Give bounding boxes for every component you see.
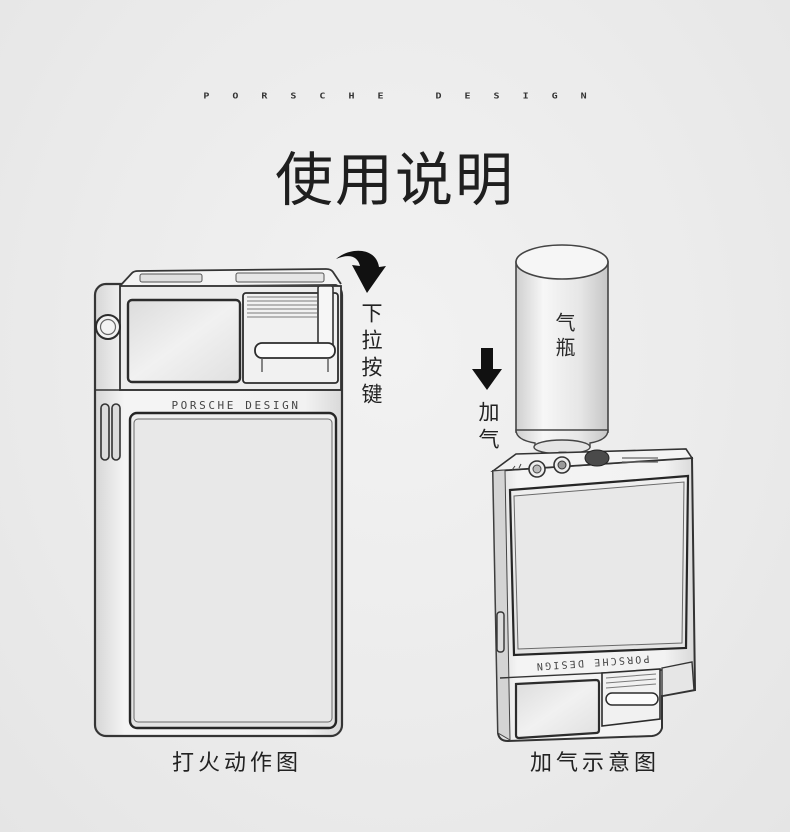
refill-front-panel-inner bbox=[513, 481, 685, 650]
lighter-ignition-illustration: PORSCHE DESIGN bbox=[93, 268, 344, 738]
curved-down-arrow-icon bbox=[336, 250, 386, 293]
refill-instruction: 加气 bbox=[476, 401, 500, 455]
cap-window-right bbox=[242, 292, 339, 384]
tick-marks bbox=[511, 463, 522, 471]
side-slot-2 bbox=[111, 403, 121, 461]
lever-stem bbox=[261, 358, 329, 372]
adjust-wheel-inner bbox=[532, 464, 542, 474]
top-marks bbox=[622, 457, 658, 463]
gas-canister bbox=[515, 244, 609, 469]
top-slot-right bbox=[235, 272, 325, 283]
refill-caption: 加气示意图 bbox=[529, 751, 660, 776]
pull-down-instruction: 下拉按键 bbox=[359, 302, 383, 410]
lighter-front-panel-inner bbox=[133, 418, 333, 723]
refill-grill-lines bbox=[605, 673, 657, 689]
refill-cap-window-left bbox=[514, 678, 601, 740]
down-arrow-head bbox=[472, 369, 502, 390]
cap-window-left bbox=[126, 298, 242, 384]
refill-side-slot bbox=[496, 611, 505, 653]
refill-valve-inner bbox=[557, 460, 567, 470]
lighter-logo-text: PORSCHE DESIGN bbox=[171, 399, 300, 412]
brand-wordmark: PORSCHE DESIGN bbox=[203, 92, 610, 101]
canister-label: 气瓶 bbox=[552, 312, 576, 362]
grill-lines bbox=[247, 296, 317, 318]
side-button-inner bbox=[99, 318, 117, 336]
lighter-refill-illustration: PORSCHE DESIGN bbox=[490, 448, 697, 743]
side-slot-1 bbox=[100, 403, 110, 461]
ignition-caption: 打火动作图 bbox=[171, 751, 302, 776]
down-arrow-icon bbox=[472, 348, 502, 390]
top-slot-left bbox=[139, 273, 203, 283]
canister-top bbox=[515, 244, 609, 280]
canister-body bbox=[515, 261, 609, 433]
side-button bbox=[95, 314, 121, 340]
refill-lever bbox=[605, 692, 659, 706]
valve-marker bbox=[584, 449, 610, 467]
page-title: 使用说明 bbox=[274, 146, 515, 214]
refill-side-block bbox=[661, 661, 695, 697]
pull-down-lever bbox=[254, 342, 336, 359]
down-arrow-shaft bbox=[481, 348, 493, 370]
